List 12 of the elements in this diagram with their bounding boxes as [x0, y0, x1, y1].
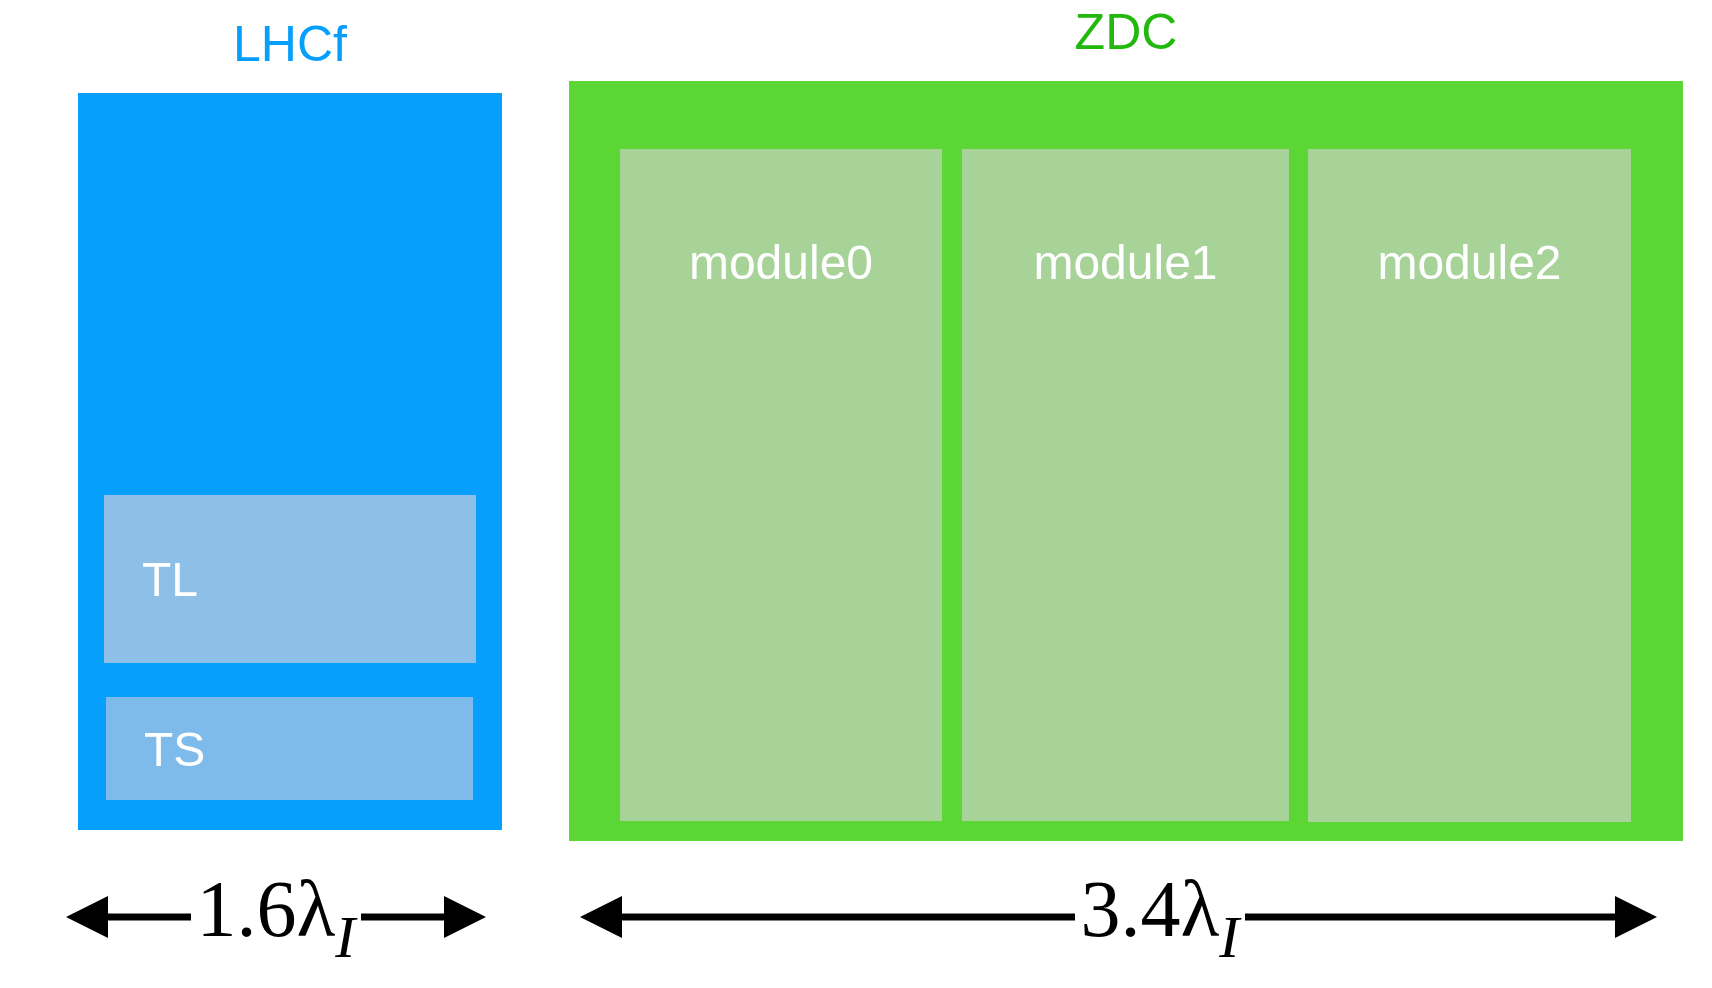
module-block: [620, 149, 942, 821]
module-block: [1308, 149, 1631, 822]
module-block: [962, 149, 1289, 821]
layer-label: TL: [142, 551, 198, 607]
module-label: module0: [687, 235, 875, 290]
detector-title: LHCf: [232, 15, 348, 73]
calorimeter-tower: [104, 495, 476, 663]
module-label: module1: [1032, 235, 1219, 290]
layer-label: TS: [144, 721, 206, 776]
module-label: module2: [1376, 235, 1563, 290]
calorimeter-tower: [106, 697, 473, 800]
detector-title: ZDC: [1073, 3, 1179, 61]
